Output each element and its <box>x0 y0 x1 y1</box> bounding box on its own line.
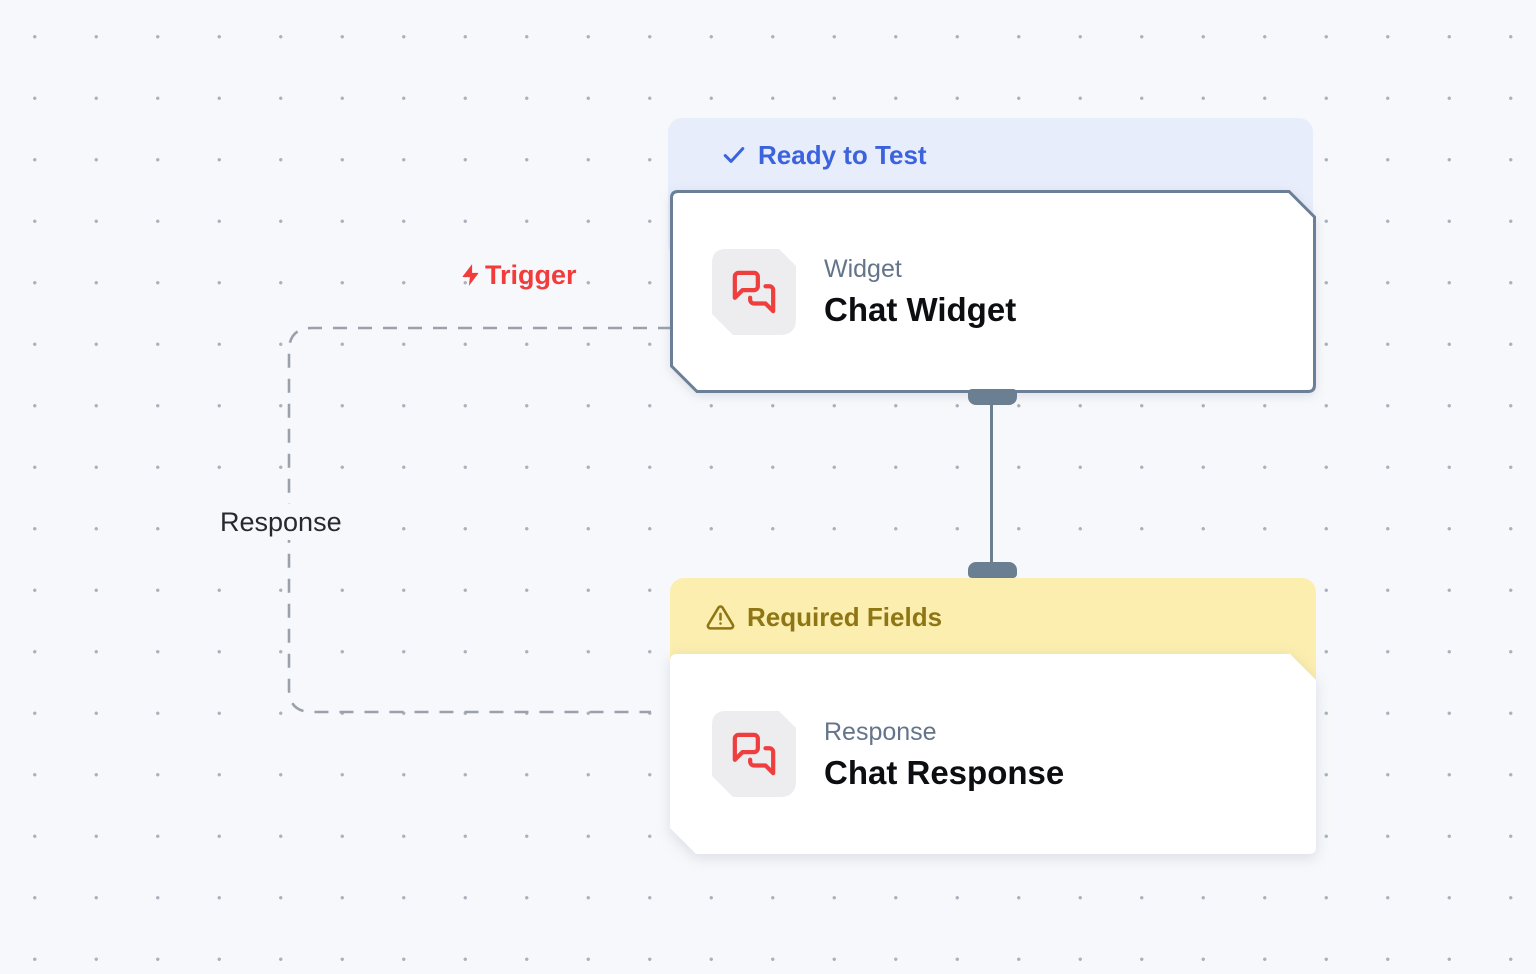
chat-bubbles-icon <box>732 270 776 313</box>
chat-response-title: Chat Response <box>824 753 1065 791</box>
chat-response-type-label: Response <box>824 717 937 746</box>
chat-response-node[interactable]: Response Chat Response <box>670 654 1316 854</box>
response-edge-label: Response <box>214 504 348 540</box>
chat-widget-node-outline <box>670 190 1316 393</box>
chat-bubbles-icon <box>732 732 776 776</box>
trigger-edge-label-text: Trigger <box>485 260 577 290</box>
chat-widget-type-label: Widget <box>824 255 902 283</box>
node-connector-line <box>990 398 993 570</box>
chat-response-input-handle[interactable] <box>968 562 1017 578</box>
chat-widget-icon-tile <box>712 248 796 335</box>
chat-response-icon-tile <box>712 711 796 797</box>
chat-widget-status-label: Ready to Test <box>758 140 927 170</box>
warning-triangle-icon <box>706 604 735 630</box>
chat-response-status-label: Required Fields <box>747 602 943 632</box>
chat-widget-title: Chat Widget <box>824 291 1017 328</box>
check-icon <box>723 147 745 163</box>
chat-widget-node[interactable]: Widget Chat Widget <box>670 190 1316 393</box>
chat-widget-output-handle[interactable] <box>968 389 1017 405</box>
chat-response-node-outline <box>670 654 1316 854</box>
trigger-edge-label: Trigger <box>458 258 577 292</box>
zap-icon <box>462 264 479 286</box>
